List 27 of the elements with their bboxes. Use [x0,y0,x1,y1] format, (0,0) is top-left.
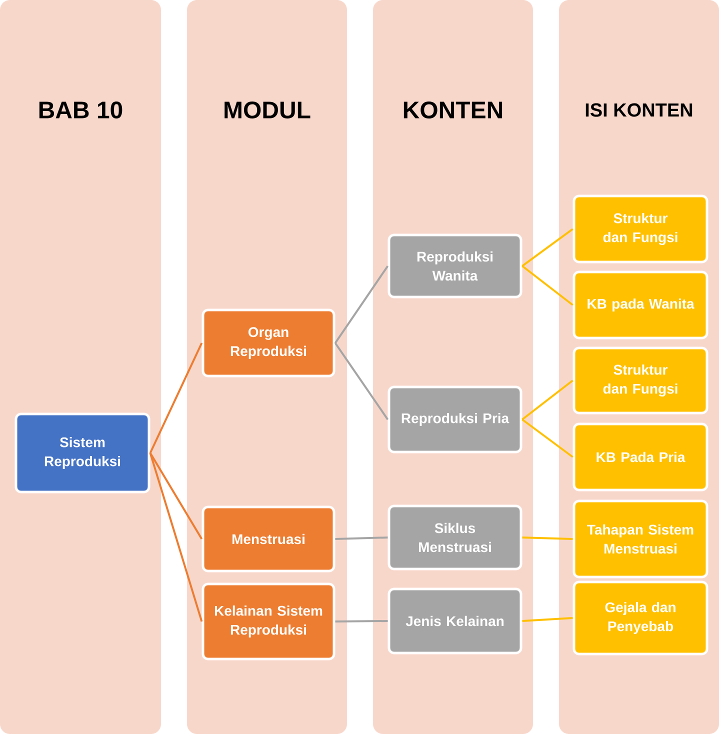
connector-line [149,452,203,540]
connector-line [334,265,389,344]
process-box: Kelainan Sistem Reproduksi [202,582,336,660]
connector-line [522,380,574,420]
process-box: Reproduksi Pria [388,386,522,454]
connector-line [522,265,574,306]
connector-line [522,617,573,622]
connector-line [522,536,573,540]
connector-line [335,536,388,540]
process-box: KB Pada Pria [572,422,708,492]
process-box: Jenis Kelainan [388,588,522,654]
connector-line [522,228,574,267]
process-box: Sistem Reproduksi [14,412,150,494]
process-box: Struktur dan Fungsi [572,194,708,264]
connector-line [522,418,574,458]
process-box: Tahapan Sistem Menstruasi [572,500,708,578]
process-box: Reproduksi Wanita [388,234,522,298]
process-box: Organ Reproduksi [202,308,336,378]
process-box: Struktur dan Fungsi [572,346,708,414]
process-box: Gejala dan Penyebab [572,580,708,656]
connector-line [149,342,203,454]
process-box: Menstruasi [202,506,336,572]
process-box: KB pada Wanita [572,270,708,340]
connector-line [149,452,203,622]
connector-line [335,620,388,622]
connector-line [334,342,389,420]
process-box: Siklus Menstruasi [388,504,522,570]
